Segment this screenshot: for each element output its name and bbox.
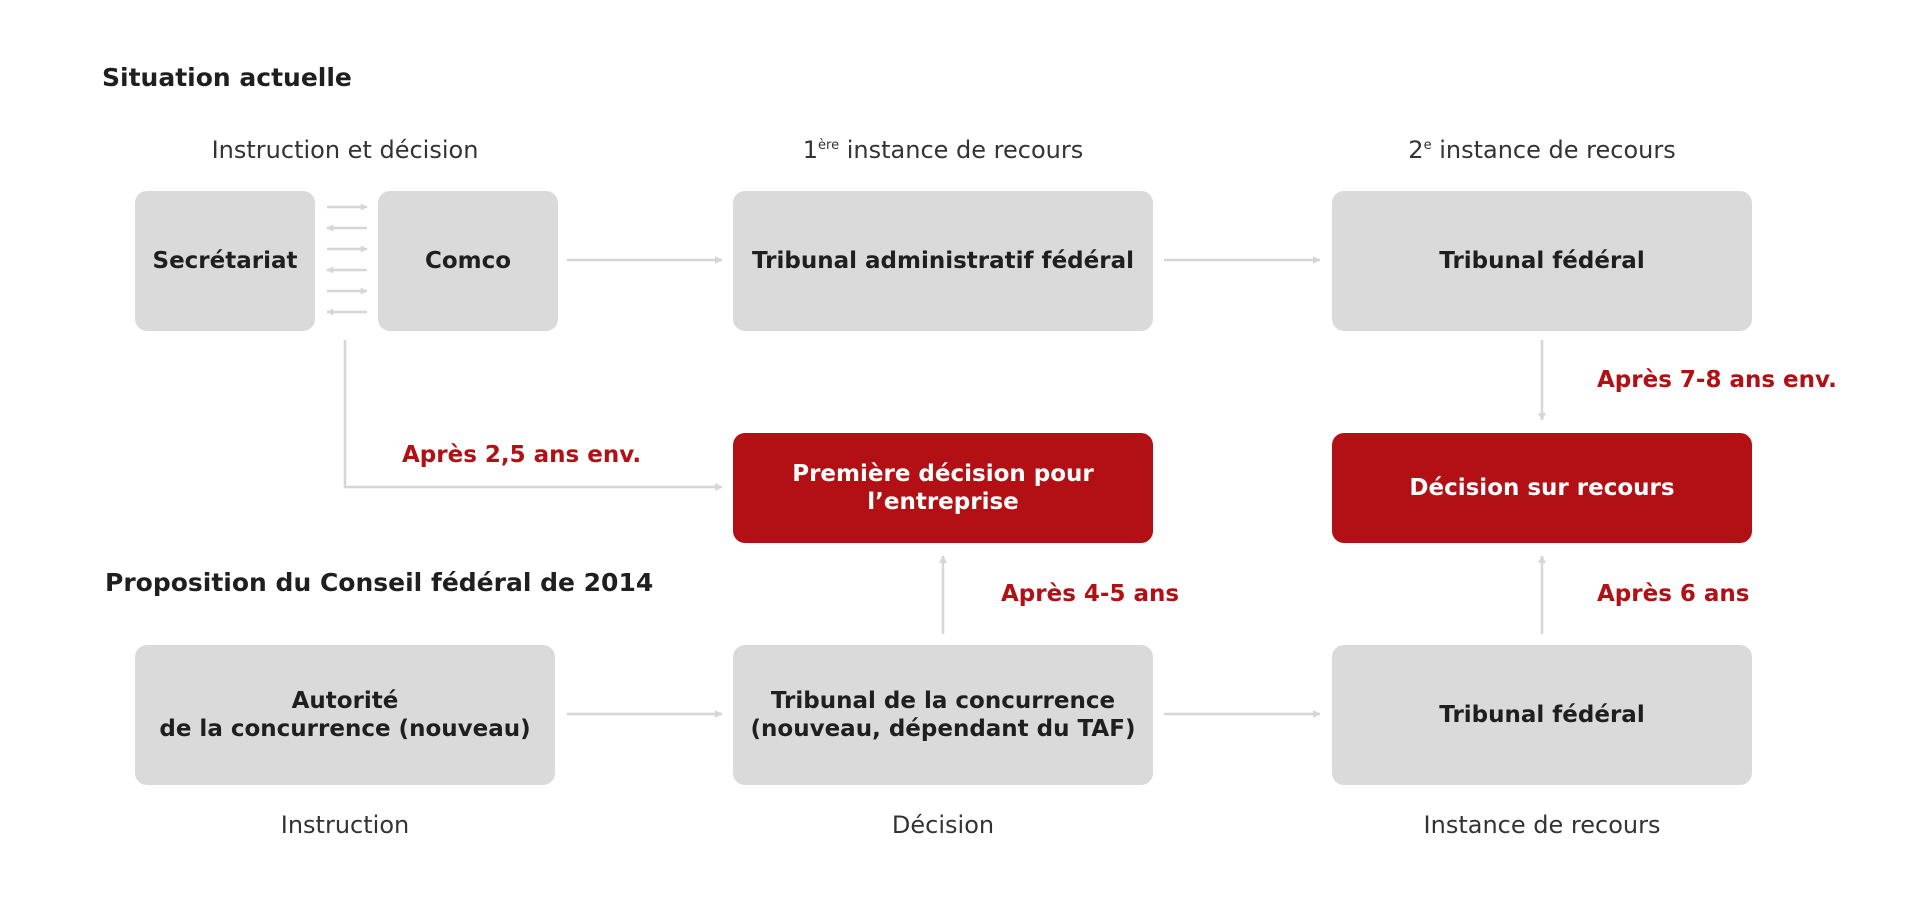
column-label-second-appeal: 2e instance de recours [1332, 136, 1752, 164]
box-federal-court-current-label: Tribunal fédéral [1439, 247, 1645, 274]
first-appeal-text: instance de recours [839, 136, 1084, 164]
section-title-proposal: Proposition du Conseil fédéral de 2014 [105, 568, 654, 597]
box-federal-administrative-court: Tribunal administratif fédéral [733, 191, 1153, 331]
first-appeal-superscript: ère [818, 138, 840, 153]
box-competition-tribunal: Tribunal de la concurrence (nouveau, dép… [733, 645, 1153, 785]
box-appeal-decision-label: Décision sur recours [1409, 474, 1675, 501]
exchange-arrows [326, 203, 368, 316]
box-secretariat-label: Secrétariat [152, 247, 298, 274]
timing-label-4-5-years: Après 4-5 ans [1001, 581, 1180, 607]
box-comco: Comco [378, 191, 558, 331]
box-competition-authority: Autorité de la concurrence (nouveau) [135, 645, 555, 785]
bottom-label-decision: Décision [891, 811, 995, 839]
first-appeal-number: 1 [802, 136, 819, 164]
section-title-current: Situation actuelle [102, 63, 352, 92]
box-first-decision: Première décision pour l’entreprise [733, 433, 1153, 543]
timing-label-2-5-years: Après 2,5 ans env. [402, 442, 642, 468]
column-label-instruction-decision: Instruction et décision [211, 136, 479, 164]
bottom-label-appeal: Instance de recours [1423, 811, 1661, 839]
box-comco-label: Comco [424, 247, 512, 274]
second-appeal-text: instance de recours [1431, 136, 1676, 164]
timing-label-6-years: Après 6 ans [1597, 581, 1750, 607]
box-competition-tribunal-label: Tribunal de la concurrence (nouveau, dép… [750, 687, 1136, 742]
bottom-label-instruction: Instruction [280, 811, 410, 839]
timing-label-7-8-years: Après 7-8 ans env. [1597, 367, 1837, 393]
box-federal-court-current: Tribunal fédéral [1332, 191, 1752, 331]
box-federal-court-proposal-label: Tribunal fédéral [1439, 701, 1645, 728]
box-competition-authority-label: Autorité de la concurrence (nouveau) [159, 687, 531, 742]
box-secretariat: Secrétariat [135, 191, 315, 331]
box-federal-court-proposal: Tribunal fédéral [1332, 645, 1752, 785]
arrow-instruction-to-first-decision [343, 340, 723, 491]
box-federal-administrative-court-label: Tribunal administratif fédéral [752, 247, 1134, 274]
column-label-first-appeal: 1ère instance de recours [733, 136, 1153, 164]
box-appeal-decision: Décision sur recours [1332, 433, 1752, 543]
second-appeal-number: 2 [1408, 136, 1424, 164]
second-appeal-superscript: e [1423, 138, 1432, 153]
box-first-decision-label: Première décision pour l’entreprise [792, 460, 1094, 515]
